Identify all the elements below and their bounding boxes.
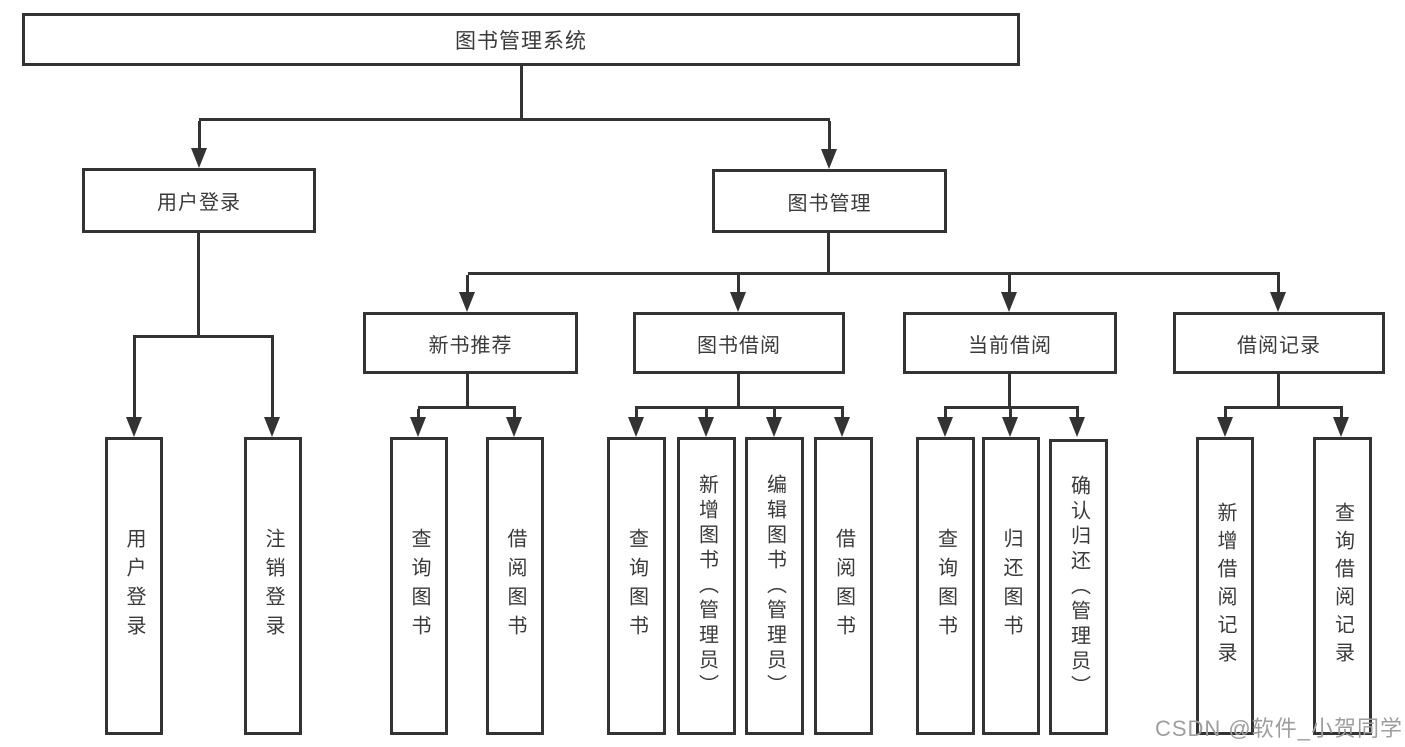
csdn-watermark: CSDN @软件_小贺同学 [1154,716,1403,741]
connector-vline [1277,374,1280,409]
connector-vline [271,338,274,418]
leaf-query-books: 查询图书 [607,437,666,735]
arrow-down [191,148,207,168]
node-user-login: 用户登录 [82,168,316,233]
node-label: 当前借阅 [968,334,1052,357]
arrow-down [698,417,714,437]
connector-vline [1076,409,1079,418]
leaf-label: 归还图书 [1000,528,1022,644]
leaf-label: 注销登录 [262,528,284,644]
leaf-borrow-books: 借阅图书 [486,437,544,735]
arrow-down [730,292,746,312]
connector-vline [1008,374,1011,409]
node-book-borrow: 图书借阅 [633,312,845,374]
arrow-down [1270,292,1286,312]
connector-vline [1340,409,1343,418]
arrow-down [1217,417,1233,437]
leaf-query-borrow-record: 查询借阅记录 [1313,437,1372,735]
connector-hline [199,118,830,121]
connector-vline [466,275,469,293]
leaf-query-books: 查询图书 [916,437,975,735]
leaf-label: 借阅图书 [832,528,855,644]
node-label: 图书借阅 [697,334,781,357]
node-borrow-records: 借阅记录 [1173,312,1385,374]
arrow-down [766,417,782,437]
leaf-label: 新增借阅记录 [1214,502,1236,670]
arrow-down [1002,417,1018,437]
connector-vline [1008,275,1011,293]
connector-vline [513,409,516,418]
leaf-user-login: 用户登录 [105,437,163,735]
leaf-add-borrow-record: 新增借阅记录 [1196,437,1254,735]
connector-vline [466,374,469,409]
connector-hline [1224,406,1343,409]
leaf-logout: 注销登录 [244,437,302,735]
connector-vline [773,409,776,418]
connector-vline [944,409,947,418]
leaf-label: 查询图书 [934,528,957,644]
connector-vline [197,233,200,338]
connector-vline [417,409,420,418]
connector-vline [737,275,740,293]
connector-vline [827,233,830,275]
node-label: 图书管理 [787,192,872,215]
leaf-label: 用户登录 [123,528,145,644]
connector-vline [198,121,201,150]
leaf-label: 查询图书 [408,528,430,644]
connector-vline [1009,409,1012,418]
leaf-label: 借阅图书 [504,528,526,644]
arrow-down [1069,417,1085,437]
connector-hline [468,272,1280,275]
arrow-down [1001,292,1017,312]
connector-hline [635,406,844,409]
arrow-down [264,417,280,437]
connector-vline [520,66,523,118]
leaf-label: 新增图书（管理员） [695,473,718,699]
connector-vline [841,409,844,418]
leaf-label: 编辑图书（管理员） [763,473,786,699]
leaf-borrow-books: 借阅图书 [814,437,873,735]
arrow-down [126,417,142,437]
arrow-down [506,417,522,437]
connector-vline [1277,275,1280,293]
connector-vline [737,374,740,409]
arrow-down [459,292,475,312]
leaf-confirm-return-admin: 确认归还（管理员） [1049,439,1108,735]
leaf-label: 查询图书 [625,528,648,644]
connector-vline [1224,409,1227,418]
leaf-label: 确认归还（管理员） [1067,474,1090,700]
arrow-down [834,417,850,437]
leaf-return-books: 归还图书 [982,437,1040,735]
arrow-down [937,417,953,437]
node-new-book-recommend: 新书推荐 [363,312,578,374]
node-label: 用户登录 [157,192,241,214]
node-library-management-system: 图书管理系统 [22,13,1020,66]
node-label: 借阅记录 [1237,334,1321,357]
arrow-down [821,149,837,169]
connector-hline [418,406,516,409]
arrow-down [410,417,426,437]
connector-vline [828,121,831,150]
node-label: 图书管理系统 [455,29,587,53]
leaf-query-books: 查询图书 [390,437,448,735]
connector-hline [944,406,1079,409]
arrow-down [628,417,644,437]
node-current-borrow: 当前借阅 [903,312,1117,374]
connector-vline [705,409,708,418]
leaf-add-books-admin: 新增图书（管理员） [677,437,736,735]
node-book-management: 图书管理 [712,169,947,233]
node-label: 新书推荐 [428,334,513,357]
leaf-label: 查询借阅记录 [1331,502,1354,670]
connector-hline [133,335,274,338]
arrow-down [1333,417,1349,437]
leaf-edit-books-admin: 编辑图书（管理员） [745,437,804,735]
connector-vline [635,409,638,418]
connector-vline [133,338,136,418]
